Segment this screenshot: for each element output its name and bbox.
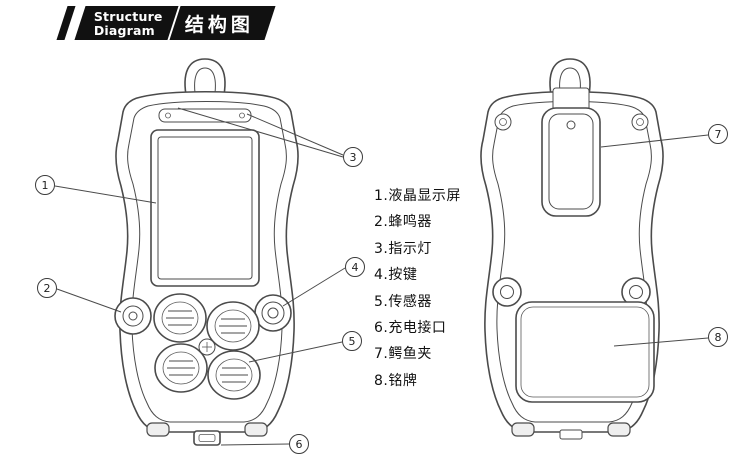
- lcd-screen: [150, 129, 260, 287]
- charging-port: [193, 430, 221, 446]
- front-view-drawing: [114, 58, 299, 446]
- leader-line-8: [613, 337, 709, 347]
- parts-legend: 1.液晶显示屏 2.蜂鸣器 3.指示灯 4.按键 5.传感器 6.充电接口 7.…: [374, 183, 461, 394]
- sensor-grid: [153, 293, 261, 400]
- leader-line-4: [282, 267, 346, 307]
- leader-line-5: [248, 341, 343, 363]
- leader-line-1: [54, 185, 157, 204]
- leader-line-7: [600, 134, 709, 148]
- leader-line-3b: [177, 107, 344, 158]
- leader-lines: [54, 107, 709, 446]
- legend-item-7: 7.鳄鱼夹: [374, 346, 432, 363]
- legend-item-2: 2.蜂鸣器: [374, 214, 432, 231]
- buzzer: [114, 297, 152, 335]
- callout-1: 1: [35, 175, 55, 195]
- legend-item-5: 5.传感器: [374, 293, 432, 310]
- alligator-clip: [541, 87, 601, 217]
- callout-2: 2: [37, 278, 57, 298]
- back-body-inner-line: [492, 101, 652, 423]
- sensor-bottom-left: [154, 343, 208, 393]
- front-body-inner-line: [127, 101, 287, 423]
- callout-3: 3: [343, 147, 363, 167]
- back-foot-left: [511, 422, 535, 437]
- legend-item-1: 1.液晶显示屏: [374, 188, 461, 204]
- callout-5: 5: [342, 331, 362, 351]
- leader-line-3a: [246, 113, 344, 156]
- callout-6: 6: [289, 434, 309, 454]
- indicator-light-right: [239, 112, 245, 119]
- sensor-top-right: [206, 301, 260, 351]
- sensor-bottom-right: [207, 350, 261, 400]
- front-foot-left: [146, 422, 170, 437]
- nameplate: [515, 301, 655, 403]
- back-view-drawing: [480, 58, 664, 440]
- leader-line-2: [56, 288, 122, 313]
- legend-item-6: 6.充电接口: [374, 319, 447, 336]
- legend-item-4: 4.按键: [374, 267, 418, 284]
- legend-item-3: 3.指示灯: [374, 240, 432, 257]
- screw-mid-right: [621, 277, 651, 307]
- screw-mid-left: [492, 277, 522, 307]
- callout-7: 7: [708, 124, 728, 144]
- center-screw: [198, 338, 216, 356]
- screw-top-left: [494, 113, 512, 131]
- legend-item-8: 8.铭牌: [374, 372, 418, 389]
- lanyard-loop-front: [184, 58, 226, 101]
- front-foot-right: [244, 422, 268, 437]
- back-foot-right: [607, 422, 631, 437]
- leader-line-6: [220, 443, 290, 446]
- callout-8: 8: [708, 327, 728, 347]
- lanyard-loop-back: [549, 58, 591, 101]
- push-button: [254, 294, 292, 332]
- back-bottom-notch: [559, 429, 583, 440]
- sensor-top-left: [153, 293, 207, 343]
- callout-4: 4: [345, 257, 365, 277]
- indicator-light-left: [165, 112, 171, 119]
- screw-top-right: [631, 113, 649, 131]
